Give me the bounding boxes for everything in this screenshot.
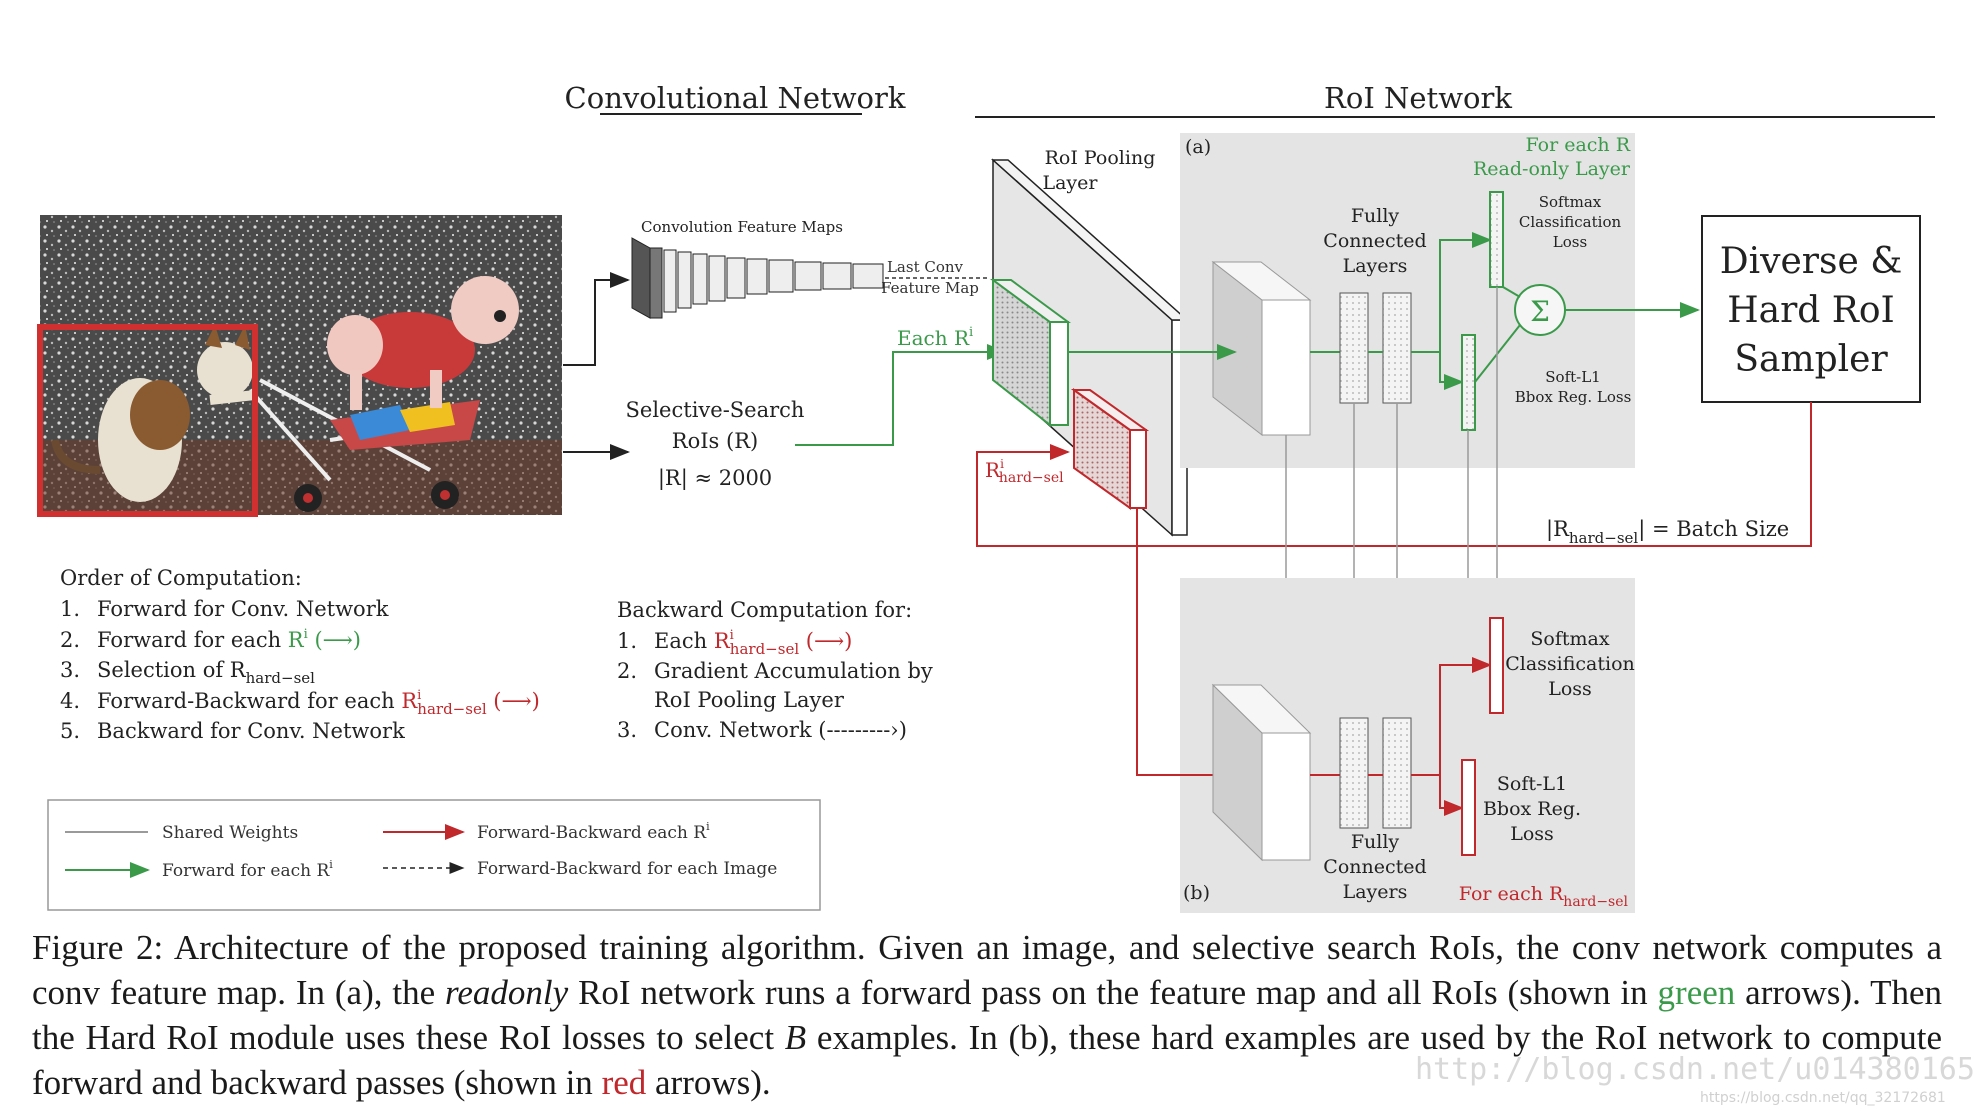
ss-count: |R| ≈ 2000 [658,466,772,491]
bbox-b-label-1: Soft-L1 [1497,773,1567,795]
softmax-a-label-2: Classification [1519,213,1622,231]
fc-a-label-2: Connected [1323,230,1426,252]
order-num-2: 2. [60,628,80,652]
batch-size-label: |Rhard−sel| = Batch Size [1546,517,1789,547]
ss-label-2: RoIs (R) [672,429,758,453]
roi-highlight-box [37,324,258,517]
order-step-3: Selection of Rhard−sel [97,658,315,687]
fc-b-label-1: Fully [1351,831,1400,853]
hard-roi-sampler [1701,215,1921,403]
bbox-a-label-1: Soft-L1 [1545,368,1600,386]
softmax-a-label-1: Softmax [1539,193,1602,211]
conv-feature-maps [631,237,884,319]
softmax-node-a [1489,191,1504,288]
order-num-1: 1. [60,597,80,621]
roi-pool-label-1: RoI Pooling [1045,147,1156,169]
backward-step-3: Conv. Network (---------›) [654,718,907,742]
roi-network-header: RoI Network [1324,81,1512,115]
order-step-2: Forward for each Ri (⟶) [97,627,361,652]
order-title: Order of Computation: [60,566,302,590]
sum-symbol: Σ [1530,295,1550,328]
legend-fb: Forward-Backward each Ri [477,820,710,843]
fc-layer-b-1 [1339,717,1369,829]
fc-cube-b [1211,683,1312,862]
bbox-node-b [1461,759,1476,856]
backward-step-2b: RoI Pooling Layer [654,688,845,712]
legend-fb-image: Forward-Backward for each Image [477,859,777,879]
fc-b-label-3: Layers [1343,881,1408,903]
legend-shared: Shared Weights [162,823,298,843]
backward-num-1: 1. [617,629,637,653]
fc-cube-a [1211,260,1312,437]
panel-a-tag: (a) [1185,136,1211,158]
fc-layer-b-2 [1382,717,1412,829]
conv-feature-maps-label: Convolution Feature Maps [641,218,843,236]
fc-layer-a-2 [1382,292,1412,404]
order-step-1: Forward for Conv. Network [97,597,389,621]
panel-b-tag: (b) [1183,882,1210,904]
fc-a-label-3: Layers [1343,255,1408,277]
legend: Shared Weights Forward for each Ri Forwa… [47,799,821,911]
sampler-label-3: Sampler [1734,339,1888,380]
backward-num-2: 2. [617,659,637,683]
conv-network-header: Convolutional Network [565,81,906,115]
order-num-3: 3. [60,658,80,682]
softmax-b-label-3: Loss [1548,678,1592,700]
sampler-label-2: Hard RoI [1727,290,1895,331]
order-step-5: Backward for Conv. Network [97,719,405,743]
legend-forward: Forward for each Ri [162,858,333,881]
bbox-a-label-2: Bbox Reg. Loss [1515,388,1632,406]
ss-label-1: Selective-Search [626,398,805,422]
input-image [37,215,562,517]
softmax-a-label-3: Loss [1553,233,1587,251]
watermark-url-small: https://blog.csdn.net/qq_32172681 [1700,1090,1946,1106]
backward-num-3: 3. [617,718,637,742]
figure-caption: Figure 2: Architecture of the proposed t… [32,928,1942,1102]
fc-a-label-1: Fully [1351,205,1400,227]
fc-b-label-2: Connected [1323,856,1426,878]
panel-a-for-each-2: Read-only Layer [1473,158,1631,180]
bbox-node-a [1461,334,1476,431]
last-conv-label-2: Feature Map [881,279,979,297]
backward-step-2: Gradient Accumulation by [654,659,933,683]
panel-a-for-each-1: For each R [1526,134,1631,156]
each-r-label: Each Ri [897,325,973,350]
backward-title: Backward Computation for: [617,598,912,622]
fc-layer-a-1 [1339,292,1369,404]
softmax-b-label-2: Classification [1505,653,1635,675]
order-num-5: 5. [60,719,80,743]
softmax-b-label-1: Softmax [1530,628,1609,650]
sampler-label-1: Diverse & [1720,241,1903,282]
bbox-b-label-3: Loss [1510,823,1554,845]
watermark-url: http://blog.csdn.net/u014380165 [1415,1052,1975,1087]
order-num-4: 4. [60,689,80,713]
softmax-node-b [1489,617,1504,714]
legend-box [47,799,821,911]
roi-pooling-layer [989,158,1189,537]
roi-pool-label-2: Layer [1042,172,1098,194]
bbox-b-label-2: Bbox Reg. [1483,798,1581,820]
panel-b-for-each: For each Rhard−sel [1459,883,1629,910]
last-conv-label-1: Last Conv [887,258,964,276]
order-of-computation: Order of Computation: 1. Forward for Con… [60,566,540,743]
